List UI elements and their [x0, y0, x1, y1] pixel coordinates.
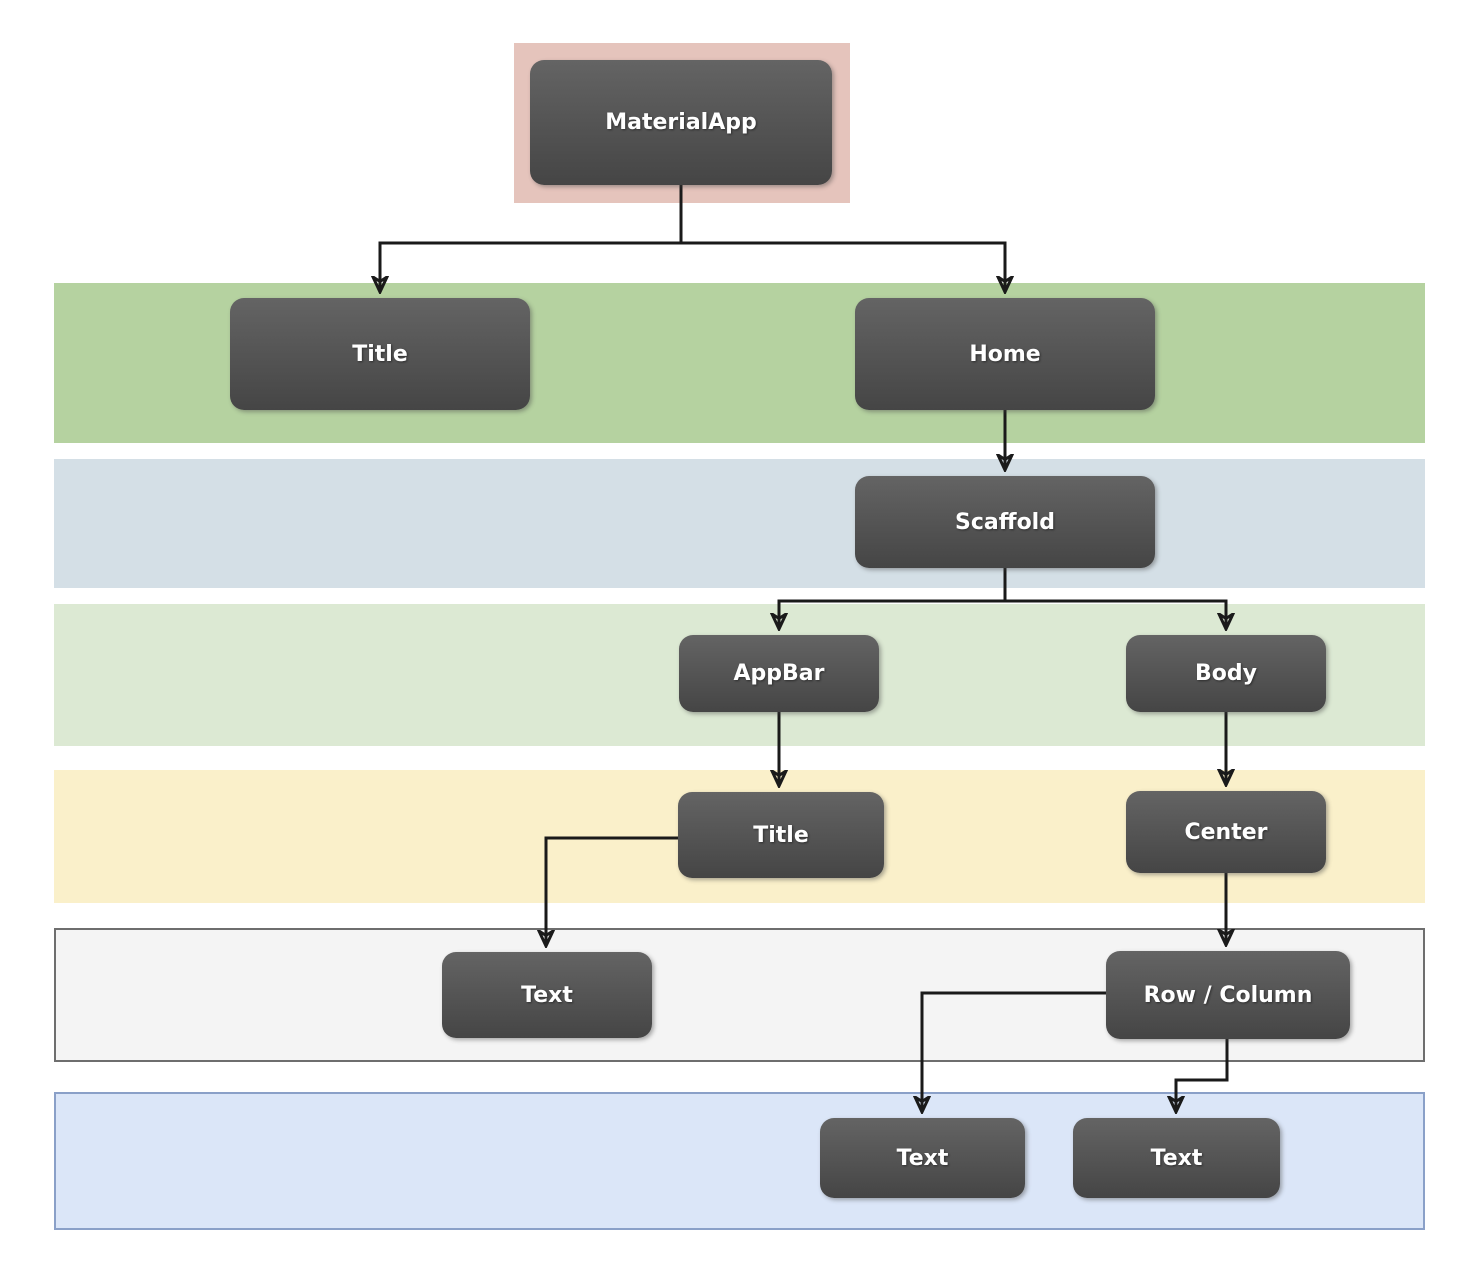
node-appbar-title: Title — [678, 792, 884, 878]
band-level-2 — [54, 459, 1425, 588]
node-materialapp: MaterialApp — [530, 60, 832, 185]
node-label: Home — [969, 341, 1041, 367]
node-label: Center — [1184, 819, 1268, 845]
node-label: Text — [1150, 1145, 1203, 1171]
node-label: MaterialApp — [605, 110, 757, 135]
node-center: Center — [1126, 791, 1326, 873]
node-appbar: AppBar — [679, 635, 879, 712]
node-label: Title — [753, 822, 809, 848]
node-label: AppBar — [733, 661, 825, 686]
node-body: Body — [1126, 635, 1326, 712]
node-label: Scaffold — [955, 509, 1055, 535]
node-row-column: Row / Column — [1106, 951, 1350, 1039]
node-row-text-2: Text — [1073, 1118, 1280, 1198]
node-label: Body — [1195, 661, 1257, 686]
node-appbar-title-text: Text — [442, 952, 652, 1038]
node-scaffold: Scaffold — [855, 476, 1155, 568]
node-label: Row / Column — [1143, 982, 1313, 1008]
node-row-text-1: Text — [820, 1118, 1025, 1198]
node-home-property: Home — [855, 298, 1155, 410]
node-label: Text — [521, 982, 573, 1008]
node-label: Text — [896, 1145, 949, 1171]
node-title-property: Title — [230, 298, 530, 410]
node-label: Title — [352, 341, 408, 367]
